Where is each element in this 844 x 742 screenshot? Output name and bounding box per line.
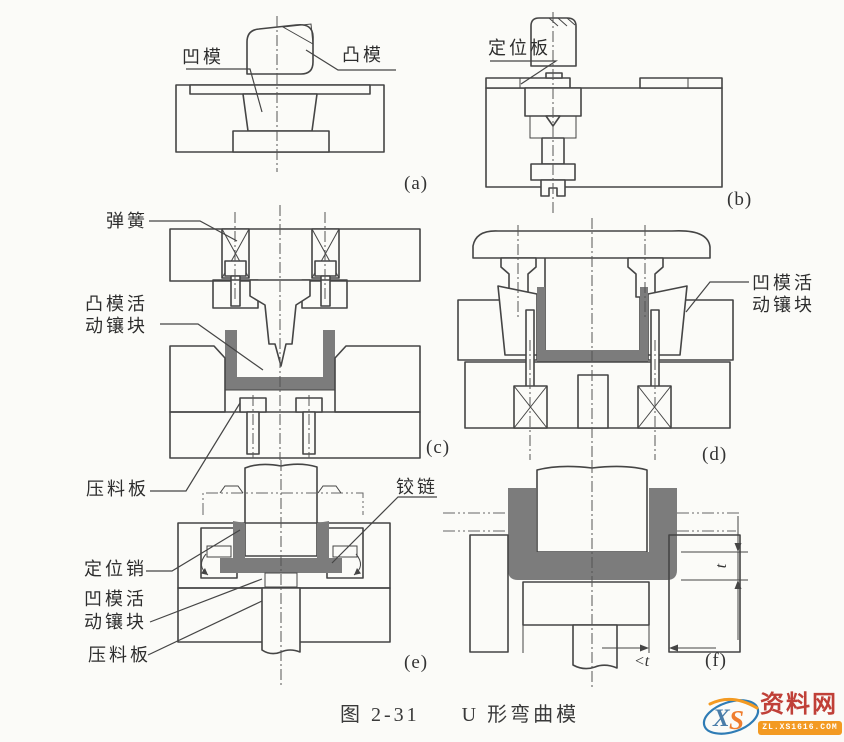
- label-punch-a: 凸模: [342, 45, 384, 65]
- dim-gap-lt: <t: [634, 653, 650, 670]
- label-spring-c: 弹簧: [106, 211, 148, 231]
- panel-tag-c: (c): [426, 437, 451, 458]
- panel-f-drawing: [443, 462, 748, 690]
- label-die-insert-d-2: 动镶块: [752, 295, 815, 315]
- watermark-letter-x: X: [712, 705, 731, 732]
- panel-tag-f: (f): [705, 650, 727, 671]
- label-locating-plate-b: 定位板: [488, 38, 551, 58]
- panel-tag-d: (d): [702, 444, 728, 465]
- label-punch-insert-c-2: 动镶块: [85, 316, 148, 336]
- watermark-site-name: 资料网: [760, 691, 838, 718]
- panel-d-drawing: [457, 218, 734, 470]
- panel-c-drawing: [169, 205, 421, 460]
- panel-b-drawing: [485, 12, 723, 214]
- label-die-insert-e-1: 凹模活: [84, 589, 147, 609]
- label-die-insert-e-2: 动镶块: [84, 612, 147, 632]
- caption-title: U 形弯曲模: [461, 704, 580, 726]
- panel-tag-e: (e): [404, 652, 429, 673]
- label-locating-pin-e: 定位销: [84, 559, 147, 579]
- watermark-swoosh: [708, 697, 759, 710]
- watermark-logo: X S: [702, 697, 760, 735]
- label-hinge-e: 铰链: [396, 477, 438, 497]
- caption-number: 图 2-31: [340, 704, 420, 726]
- panel-tag-a: (a): [404, 173, 429, 194]
- label-die-a: 凹模: [182, 47, 224, 67]
- watermark: X S 资料网 ZL.XS1616.COM: [698, 692, 844, 740]
- dim-thickness-t: t: [713, 563, 731, 569]
- panel-tag-b: (b): [727, 189, 753, 210]
- panel-a-drawing: [175, 16, 385, 172]
- label-die-insert-d-1: 凹模活: [752, 273, 815, 293]
- label-punch-insert-c-1: 凸模活: [85, 294, 148, 314]
- label-pressure-plate-e: 压料板: [88, 645, 151, 665]
- leader-lines: [146, 49, 749, 656]
- label-pressure-plate-c: 压料板: [86, 479, 149, 499]
- watermark-letter-s: S: [729, 705, 744, 735]
- panel-e-drawing: [177, 460, 391, 686]
- figure-caption: 图 2-31 U 形弯曲模: [340, 698, 579, 727]
- watermark-site-url: ZL.XS1616.COM: [758, 721, 842, 735]
